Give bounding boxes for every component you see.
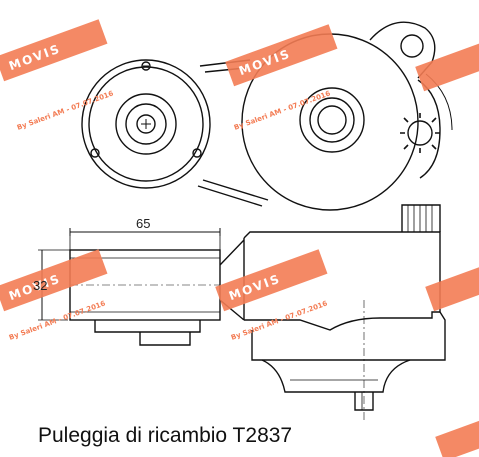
pulley-top-view <box>81 59 211 189</box>
drawing-caption: Puleggia di ricambio T2837 <box>38 424 293 447</box>
watermark-layer: MOVIS By Saleri AM - 07.07.2016 MOVIS By… <box>0 19 479 457</box>
tensioner-side-view <box>219 204 446 420</box>
watermark-subtitle: By Saleri AM - 07.07.2016 <box>16 89 115 131</box>
watermark-subtitle: By Saleri AM - 07.07.2016 <box>233 89 332 131</box>
dimension-width-label: 65 <box>136 216 150 231</box>
dimension-height-label: 32 <box>33 278 47 293</box>
